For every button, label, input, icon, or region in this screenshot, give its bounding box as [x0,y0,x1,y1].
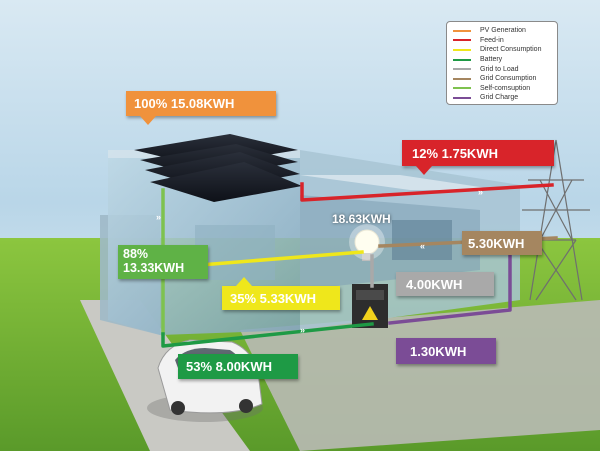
legend-swatch [453,29,471,32]
legend-swatch [453,77,471,80]
grid-charge-label: 1.30KWH [396,338,496,364]
legend-swatch [453,58,471,61]
legend-item-grid-to-load: Grid to Load [453,64,551,74]
legend-label: Feed-in [480,36,504,44]
legend-swatch [453,87,471,90]
load-total-label: 18.63KWH [332,212,391,226]
legend-swatch [453,68,471,71]
legend-swatch [453,48,471,51]
self-consumption-value: 13.33KWH [123,261,185,275]
legend-item-feed-in: Feed-in [453,36,551,46]
legend-item-self-consumption: Self-comsuption [453,84,551,94]
battery-label: 53% 8.00KWH [178,354,298,379]
svg-text:«: « [420,241,425,251]
svg-text:»: » [300,325,305,335]
svg-text:»: » [478,187,483,197]
feed-in-line [300,182,554,202]
self-consumption-percent: 88% [123,247,149,261]
legend-swatch [453,39,471,42]
legend-label: PV Generation [480,27,526,35]
power-pylon [522,139,590,301]
legend-label: Self-comsuption [480,84,531,92]
inverter-box [352,284,388,328]
feed-in-label: 12% 1.75KWH [402,140,554,175]
direct-consumption-label: 35% 5.33KWH [222,277,340,310]
legend-label: Battery [480,56,503,64]
self-consumption-label: 88% 13.33KWH [118,245,208,279]
legend-item-direct-consumption: Direct Consumption [453,45,551,55]
legend-label: Direct Consumption [480,46,542,54]
grid-to-load-label: 4.00KWH [396,272,494,296]
legend-item-grid-charge: Grid Charge [453,93,551,103]
legend-item-grid-consumption: Grid Consumption [453,74,551,84]
grid-charge-line [388,246,512,325]
legend-swatch [453,96,471,99]
legend-item-pv-generation: PV Generation [453,26,551,36]
legend-label: Grid to Load [480,65,519,73]
battery-line [161,322,374,348]
grid-consumption-label: 5.30KWH [462,231,542,255]
legend: PV Generation Feed-in Direct Consumption… [446,21,558,105]
legend-label: Grid Consumption [480,75,537,83]
solar-panels [134,134,302,202]
pv-generation-label: 100% 15.08KWH [126,91,276,125]
legend-label: Grid Charge [480,94,519,102]
legend-item-battery: Battery [453,55,551,65]
pavement [240,300,600,451]
svg-text:»: » [156,212,161,222]
